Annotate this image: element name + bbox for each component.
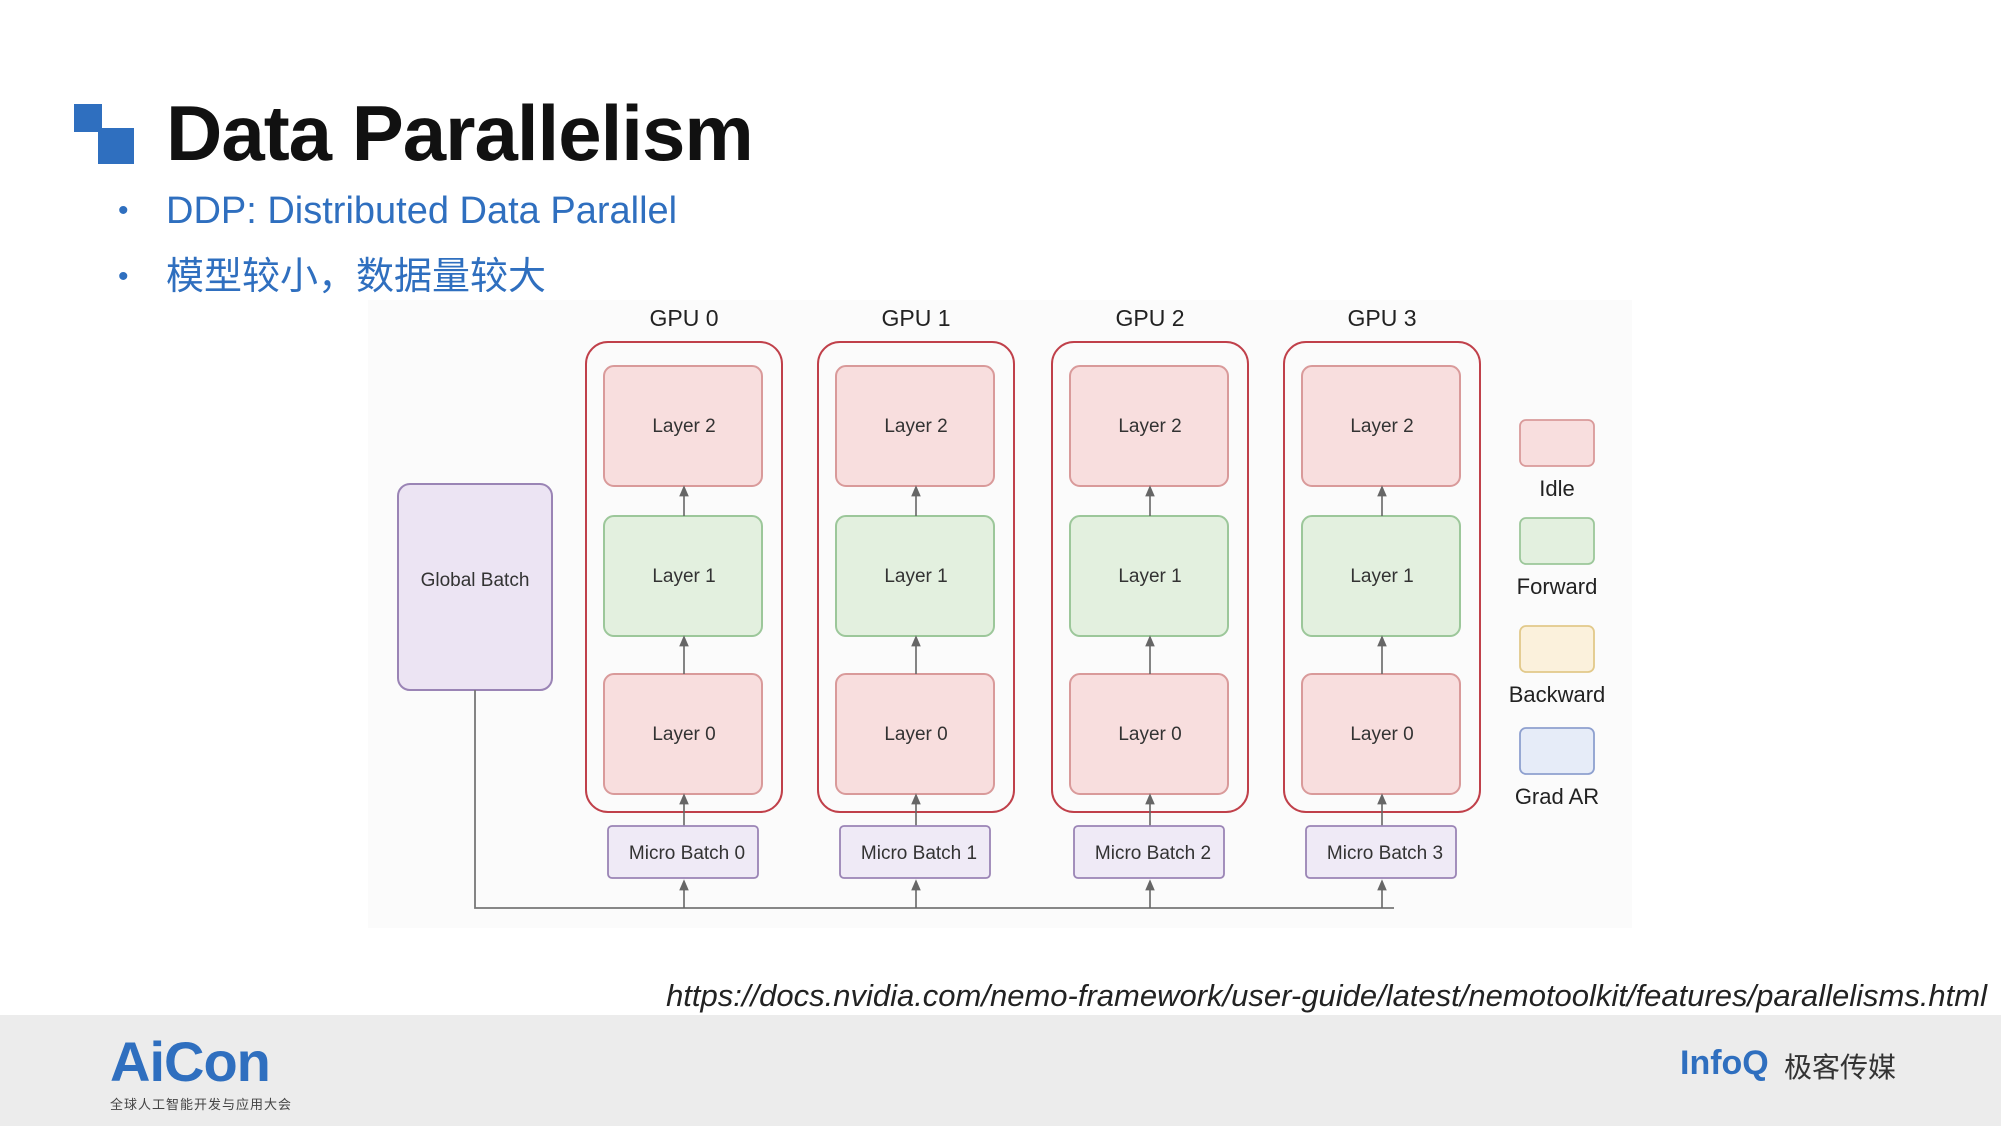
infoq-logo: InfoQ <box>1680 1044 1769 1082</box>
legend-swatch <box>1519 419 1595 467</box>
micro-batch-label: Micro Batch 2 <box>1095 843 1211 864</box>
micro-batch-label: Micro Batch 1 <box>861 843 977 864</box>
aicon-logo: AiCon 全球人工智能开发与应用大会 <box>110 1032 292 1113</box>
layer-label: Layer 1 <box>884 566 947 587</box>
layer-label: Layer 0 <box>652 724 715 745</box>
aicon-logo-text: AiCon <box>110 1030 271 1093</box>
footer-bar <box>0 1015 2001 1126</box>
ddp-diagram: Global Batch GPU 0 Layer 2 Layer 1 Layer 0 Mi… <box>368 300 1632 928</box>
layer-label: Layer 1 <box>652 566 715 587</box>
legend-label: Grad AR <box>1515 784 1599 809</box>
source-url[interactable]: https://docs.nvidia.com/nemo-framework/u… <box>666 978 1987 1013</box>
bullet-dot-icon: • <box>118 260 129 293</box>
micro-batch-label: Micro Batch 3 <box>1327 843 1443 864</box>
legend-label: Backward <box>1509 682 1606 707</box>
micro-batch-label: Micro Batch 0 <box>629 843 745 864</box>
layer-label: Layer 0 <box>1350 724 1413 745</box>
distribution-bus-line <box>474 690 1394 909</box>
layer-label: Layer 1 <box>1350 566 1413 587</box>
layer-label: Layer 2 <box>1118 416 1181 437</box>
legend-swatch <box>1519 727 1595 775</box>
layer-label: Layer 2 <box>884 416 947 437</box>
layer-label: Layer 0 <box>884 724 947 745</box>
bullet-dot-icon: • <box>118 194 129 227</box>
gpu-label: GPU 3 <box>1347 305 1416 331</box>
gpu-label: GPU 1 <box>881 305 950 331</box>
layer-label: Layer 0 <box>1118 724 1181 745</box>
layer-label: Layer 2 <box>652 416 715 437</box>
legend-swatch <box>1519 625 1595 673</box>
ddp-diagram-svg: Global Batch GPU 0 Layer 2 Layer 1 Layer 0 Mi… <box>368 300 1632 928</box>
bullet-text: 模型较小，数据量较大 <box>166 256 547 298</box>
micro-batch-box <box>1305 825 1457 879</box>
page-title: Data Parallelism <box>166 89 754 177</box>
layer-label: Layer 2 <box>1350 416 1413 437</box>
title-mark-icon <box>74 104 134 164</box>
micro-batch-box <box>839 825 991 879</box>
global-batch-label: Global Batch <box>421 570 530 591</box>
aicon-subtitle: 全球人工智能开发与应用大会 <box>110 1097 293 1112</box>
gpu-label: GPU 2 <box>1115 305 1184 331</box>
gpu-label: GPU 0 <box>649 305 718 331</box>
legend-label: Forward <box>1517 574 1598 599</box>
geek-media-logo: 极客传媒 <box>1784 1052 1897 1083</box>
layer-label: Layer 1 <box>1118 566 1181 587</box>
legend-swatch <box>1519 517 1595 565</box>
micro-batch-box <box>1073 825 1225 879</box>
bullet-text: DDP: Distributed Data Parallel <box>166 190 678 232</box>
legend-label: Idle <box>1539 476 1574 501</box>
micro-batch-box <box>607 825 759 879</box>
